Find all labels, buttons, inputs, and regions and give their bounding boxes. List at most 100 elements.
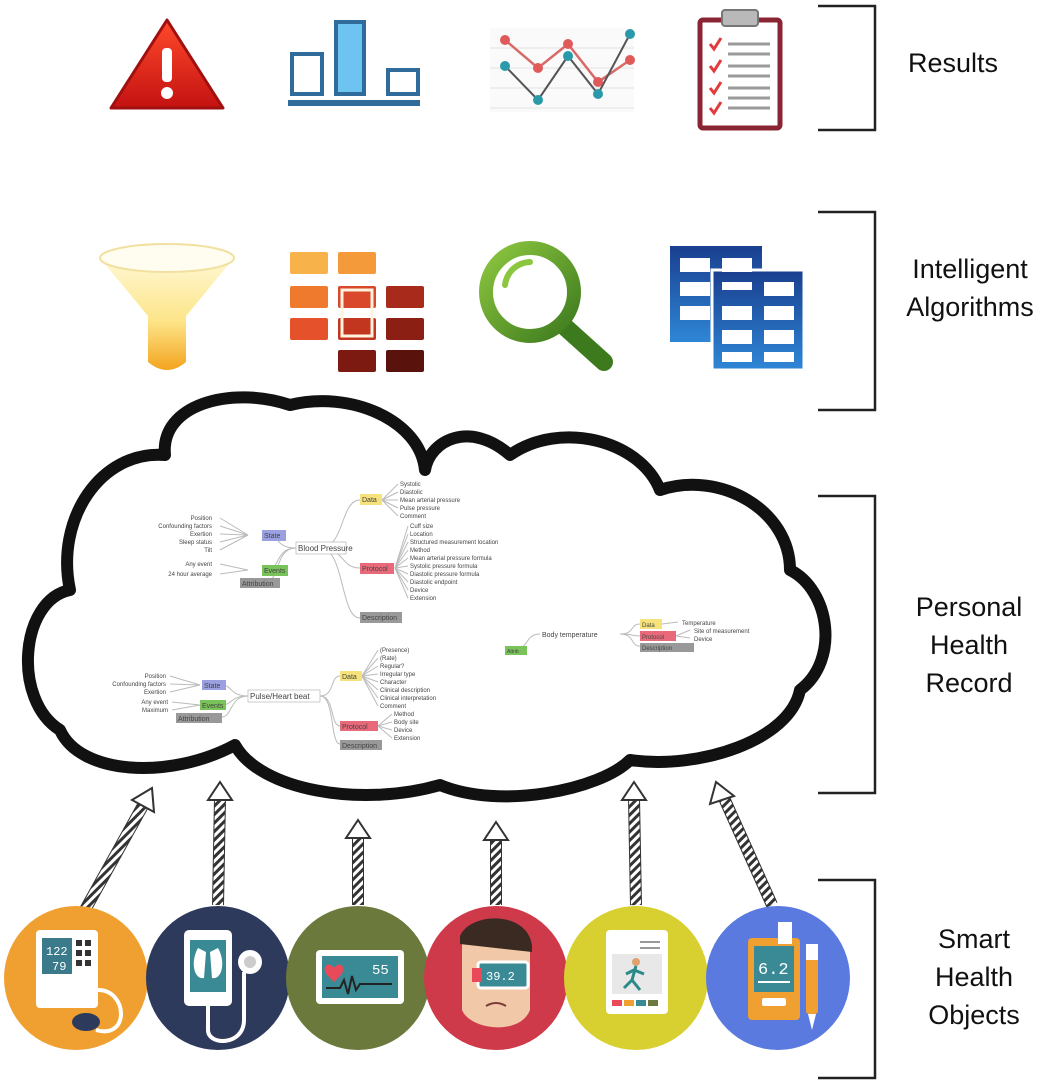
upload-arrow bbox=[79, 786, 156, 913]
fitness-tablet-icon bbox=[564, 906, 708, 1050]
bp-protocol-item: Cuff size bbox=[410, 524, 434, 530]
pulse-protocol-tag: Protocol bbox=[342, 724, 368, 731]
bt-protocol-item: Site of measurement bbox=[694, 629, 750, 635]
objects-label-line1: Smart bbox=[937, 924, 1010, 954]
algorithms-label: Intelligent Algorithms bbox=[884, 250, 1056, 326]
bp-state-item: Position bbox=[191, 516, 212, 522]
table-grid-icon bbox=[670, 246, 806, 372]
pulse-attribution-tag: Attribution bbox=[178, 716, 210, 723]
pulse-protocol-item: Extension bbox=[394, 736, 420, 742]
mindmap-blood-pressure: Blood Pressure Data Protocol Description… bbox=[158, 482, 498, 623]
bp-protocol-item: Method bbox=[410, 548, 430, 554]
bp-root: Blood Pressure bbox=[298, 544, 353, 553]
warning-icon bbox=[109, 18, 225, 110]
bp-state-item: Exertion bbox=[190, 532, 212, 538]
pulse-data-item: (Presence) bbox=[380, 648, 409, 654]
bp-protocol-item: Extension bbox=[410, 596, 436, 602]
glucose-reading: 6.2 bbox=[758, 961, 789, 980]
magnifier-icon bbox=[479, 241, 613, 371]
bp-data-tag: Data bbox=[362, 497, 377, 504]
bp-protocol-item: Structured measurement location bbox=[410, 540, 498, 546]
bp-sys-reading: 122 bbox=[46, 945, 68, 959]
bp-state-item: Sleep status bbox=[179, 540, 212, 546]
pulse-data-item: Clinical interpretation bbox=[380, 696, 436, 702]
results-label-text: Results bbox=[907, 48, 999, 78]
bt-description-tag: Description bbox=[642, 646, 672, 652]
clipboard-checklist-icon bbox=[697, 9, 783, 131]
bt-data-item: Temperature bbox=[682, 621, 716, 627]
mindmap-pulse: Pulse/Heart beat Data Protocol Descripti… bbox=[112, 648, 436, 750]
bt-left-tag: Attrib bbox=[507, 649, 519, 655]
pulse-protocol-item: Method bbox=[394, 712, 414, 718]
algorithms-label-line1: Intelligent bbox=[912, 254, 1028, 284]
pulse-state-tag: State bbox=[204, 683, 220, 690]
pulse-data-item: Character bbox=[380, 680, 406, 686]
bp-data-item: Pulse pressure bbox=[400, 506, 441, 512]
pulse-data-item: Clinical description bbox=[380, 688, 430, 694]
bp-state-item: Tilt bbox=[204, 548, 212, 554]
pulse-events-item: Maximum bbox=[142, 708, 168, 714]
lung-stethoscope-phone-icon bbox=[146, 906, 290, 1050]
bp-protocol-item: Diastolic endpoint bbox=[410, 580, 458, 586]
algorithms-label-line2: Algorithms bbox=[906, 292, 1034, 322]
results-bracket bbox=[818, 4, 877, 132]
bp-protocol-item: Location bbox=[410, 532, 433, 538]
results-label: Results bbox=[888, 44, 1018, 82]
bp-protocol-item: Diastolic pressure formula bbox=[410, 572, 480, 578]
glucose-meter-icon: 6.2 bbox=[706, 906, 850, 1050]
bt-protocol-item: Device bbox=[694, 637, 713, 643]
bp-events-tag: Events bbox=[264, 568, 286, 575]
bp-protocol-item: Systolic pressure formula bbox=[410, 564, 478, 570]
pulse-state-item: Confounding factors bbox=[112, 682, 166, 688]
bp-data-item: Comment bbox=[400, 514, 426, 520]
heart-rate-reading: 55 bbox=[372, 963, 389, 979]
pulse-protocol-item: Device bbox=[394, 728, 413, 734]
upload-arrow bbox=[482, 820, 510, 905]
phr-label-line3: Record bbox=[925, 668, 1013, 698]
pulse-state-item: Position bbox=[145, 674, 166, 680]
algorithms-bracket bbox=[818, 210, 877, 412]
temperature-reading: 39.2 bbox=[486, 970, 515, 984]
upload-arrow bbox=[344, 818, 372, 905]
pulse-events-tag: Events bbox=[202, 703, 224, 710]
bp-state-tag: State bbox=[264, 533, 280, 540]
bt-data-tag: Data bbox=[642, 623, 655, 629]
line-chart-icon bbox=[490, 28, 635, 112]
bp-events-item: 24 hour average bbox=[168, 572, 212, 578]
pulse-data-item: Regular? bbox=[380, 664, 405, 670]
heatmap-grid-icon bbox=[290, 252, 424, 372]
blood-pressure-monitor-icon: 122 79 bbox=[4, 906, 148, 1050]
phr-label-line1: Personal bbox=[915, 592, 1023, 622]
pulse-root: Pulse/Heart beat bbox=[250, 692, 310, 701]
pulse-data-item: Irregular type bbox=[380, 672, 416, 678]
bp-dia-reading: 79 bbox=[52, 960, 66, 974]
funnel-icon bbox=[99, 243, 235, 370]
bp-protocol-tag: Protocol bbox=[362, 566, 388, 573]
pulse-data-tag: Data bbox=[342, 674, 357, 681]
pulse-description-tag: Description bbox=[342, 743, 377, 750]
forehead-thermometer-icon: 39.2 bbox=[424, 906, 568, 1050]
bp-protocol-item: Mean arterial pressure formula bbox=[410, 556, 492, 562]
upload-arrow bbox=[206, 780, 234, 906]
bp-attribution-tag: Attribution bbox=[242, 581, 274, 588]
bar-chart-icon bbox=[288, 20, 420, 106]
pulse-protocol-item: Body site bbox=[394, 720, 419, 726]
heart-rate-monitor-icon: 55 bbox=[286, 906, 430, 1050]
bp-data-item: Systolic bbox=[400, 482, 421, 488]
phr-label-line2: Health bbox=[929, 630, 1009, 660]
phr-label: Personal Health Record bbox=[894, 588, 1044, 702]
cloud-shape bbox=[21, 391, 832, 803]
bp-data-item: Mean arterial pressure bbox=[400, 498, 461, 504]
pulse-events-item: Any event bbox=[141, 700, 168, 706]
objects-label: Smart Health Objects bbox=[904, 920, 1044, 1034]
upload-arrow bbox=[708, 780, 778, 908]
pulse-data-item: Comment bbox=[380, 704, 406, 710]
bt-protocol-tag: Protocol bbox=[642, 635, 664, 641]
bp-data-item: Diastolic bbox=[400, 490, 423, 496]
upload-arrows bbox=[79, 780, 778, 913]
bp-protocol-item: Device bbox=[410, 588, 429, 594]
phr-bracket bbox=[818, 494, 877, 795]
pulse-data-item: (Rate) bbox=[380, 656, 397, 662]
bp-state-item: Confounding factors bbox=[158, 524, 212, 530]
